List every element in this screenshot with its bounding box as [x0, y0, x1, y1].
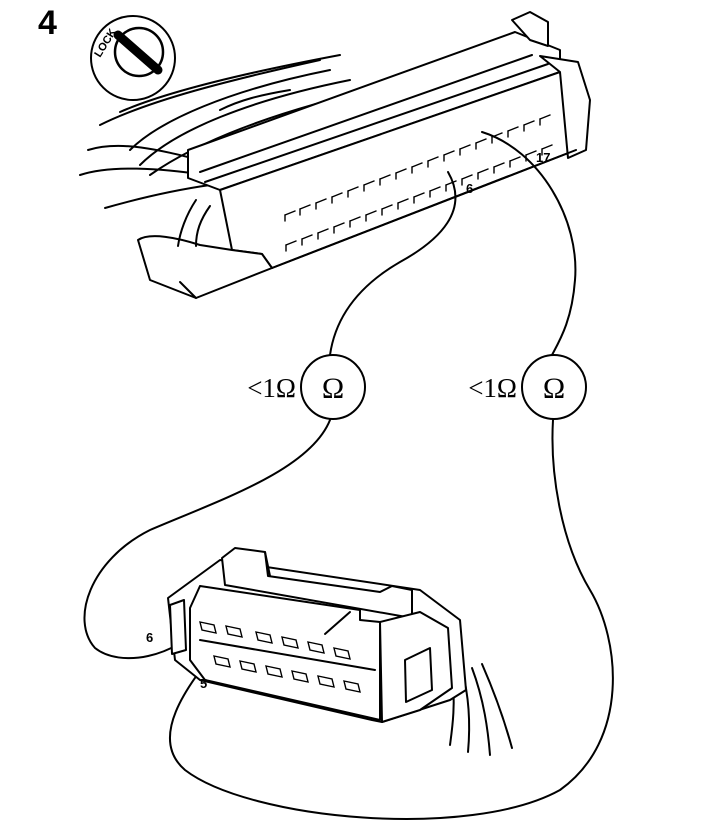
module-pin-5-label: 5 [200, 676, 207, 691]
ignition-lock-icon: LOCK [90, 15, 176, 101]
module-pin-6-label: 6 [146, 630, 153, 645]
ecu-pin-17-label: 17 [536, 150, 550, 165]
ecu-wire-harness [79, 54, 381, 209]
ohm-symbol-left: Ω [322, 372, 344, 405]
step-number: 4 [38, 4, 57, 42]
module-connector: 6 5 [146, 547, 513, 756]
module-terminal-cavities [199, 621, 361, 693]
resistance-reading-right: <1Ω [468, 373, 517, 403]
ecu-pin-6-label: 6 [466, 181, 473, 196]
ecu-terminal-slots [284, 114, 553, 252]
ohmmeter-left: Ω <1Ω [247, 354, 366, 420]
resistance-reading-left: <1Ω [247, 373, 296, 403]
test-leads [83, 131, 614, 820]
ecu-connector: 6 17 [137, 11, 591, 299]
ohm-symbol-right: Ω [543, 372, 565, 405]
ohmmeter-right: Ω <1Ω [468, 354, 587, 420]
